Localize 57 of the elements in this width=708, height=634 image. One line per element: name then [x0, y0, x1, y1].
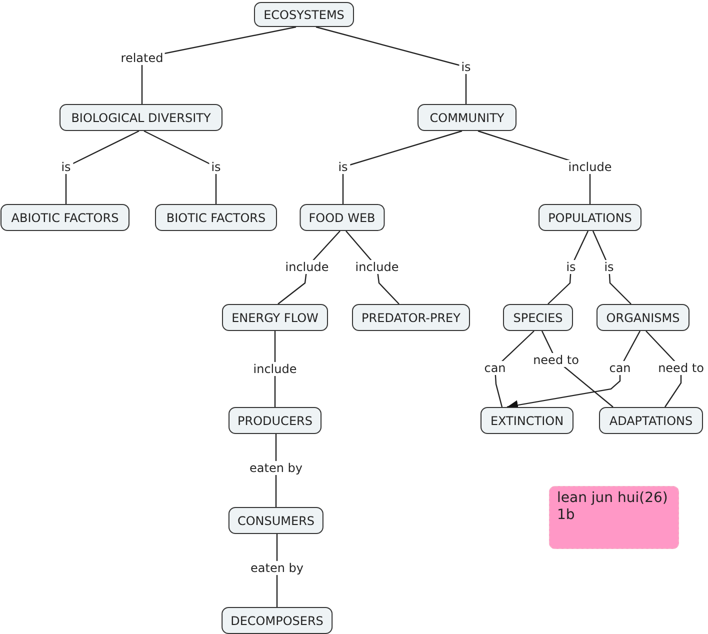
concept-label: POPULATIONS	[548, 210, 632, 224]
concept-box	[503, 304, 573, 331]
concept-label: PRODUCERS	[238, 414, 312, 428]
note-box	[549, 486, 679, 549]
concept-label: CONSUMERS	[237, 514, 315, 528]
concept-label: FOOD WEB	[308, 210, 376, 224]
concept-label: BIOTIC FACTORS	[166, 210, 266, 224]
connector-line	[342, 130, 462, 204]
edge-label: can	[482, 361, 508, 375]
edge-label: include	[353, 260, 401, 274]
edge-label: is	[59, 160, 73, 174]
edge-label: include	[566, 160, 614, 174]
note-text: lean jun hui(26) 1b	[557, 490, 669, 524]
edge-label: is	[209, 160, 223, 174]
edge-label: include	[251, 362, 299, 376]
connector-line	[65, 130, 140, 204]
concept-label: SPECIES	[513, 310, 563, 324]
concept-box	[0, 204, 130, 231]
concept-box	[538, 204, 642, 231]
connector-line	[592, 230, 632, 304]
concept-label: BIOLOGICAL DIVERSITY	[71, 110, 211, 124]
edge-label: is	[564, 260, 578, 274]
concept-box	[60, 104, 222, 131]
edge-label: need to	[531, 353, 581, 367]
concept-label: COMMUNITY	[430, 110, 504, 124]
concept-label: ADAPTATIONS	[609, 414, 693, 428]
concept-box	[352, 304, 470, 331]
edge-label: need to	[656, 361, 706, 375]
concept-label: DECOMPOSERS	[230, 614, 324, 628]
concept-box	[155, 204, 277, 231]
concept-box	[300, 204, 384, 231]
connector-line	[144, 130, 217, 204]
edge-label: include	[283, 260, 331, 274]
concept-box	[254, 2, 354, 27]
edge-label: is	[602, 260, 616, 274]
concept-box	[228, 507, 324, 534]
edge-label: eaten by	[248, 461, 304, 475]
edge-label: is	[336, 160, 350, 174]
edge-label: can	[607, 361, 633, 375]
concept-label: EXTINCTION	[490, 414, 564, 428]
edge-label: related	[118, 51, 166, 65]
concept-label: ABIOTIC FACTORS	[11, 210, 119, 224]
edge-label: eaten by	[248, 561, 306, 575]
concept-box	[596, 304, 690, 331]
concept-label: PREDATOR-PREY	[362, 310, 460, 324]
concept-box	[480, 407, 574, 434]
connector-line	[548, 230, 589, 304]
concept-box	[222, 607, 332, 634]
concept-label: ENERGY FLOW	[232, 310, 318, 324]
concept-label: ORGANISMS	[606, 310, 680, 324]
connector-line	[316, 26, 467, 104]
concept-box	[222, 304, 328, 331]
concept-box	[599, 407, 703, 434]
edge-label: is	[459, 60, 473, 74]
concept-box	[418, 104, 516, 131]
concept-box	[228, 407, 322, 434]
concept-label: ECOSYSTEMS	[264, 8, 344, 22]
